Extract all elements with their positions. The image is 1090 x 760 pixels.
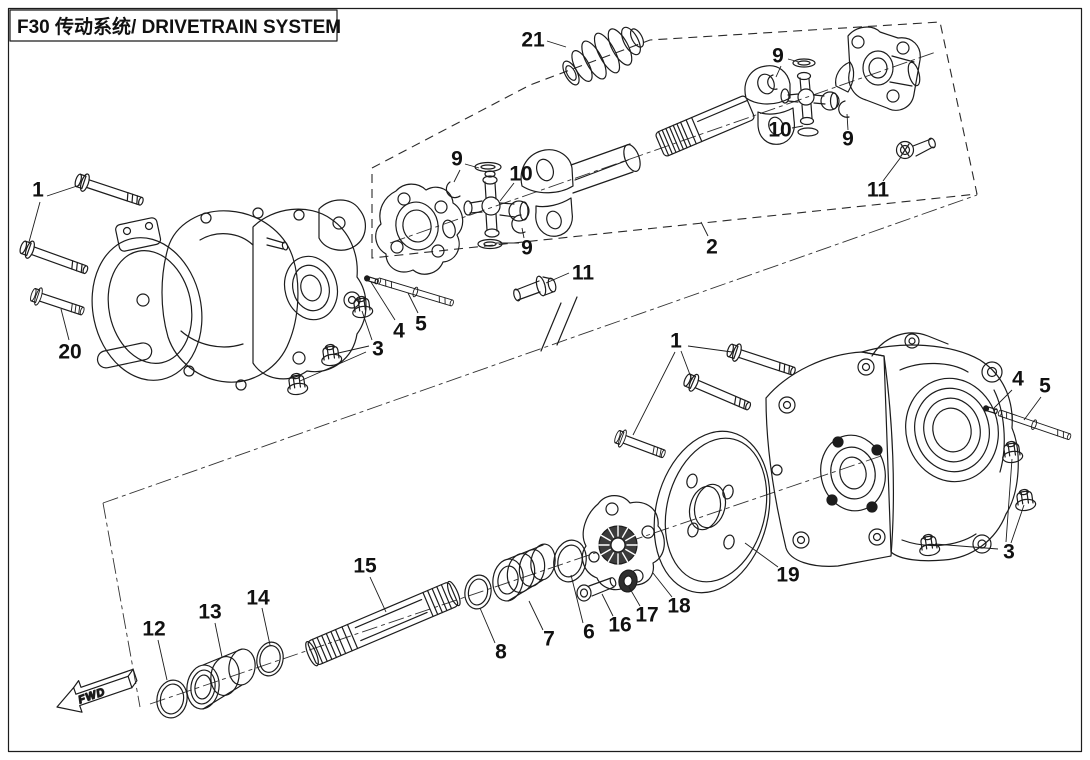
callout-20: 20 [58, 341, 81, 364]
callout-9: 9 [772, 45, 784, 68]
callout-18: 18 [667, 595, 691, 618]
ring-8 [464, 574, 492, 610]
break-symbol [540, 296, 578, 352]
propshaft-boundary [371, 21, 978, 259]
front-yoke [520, 143, 641, 237]
callout-5: 5 [415, 313, 427, 336]
propshaft-rear [655, 65, 795, 157]
ring-14 [256, 641, 284, 677]
callout-3: 3 [372, 338, 384, 361]
title-block: F30 传动系统/ DRIVETRAIN SYSTEM [9, 9, 341, 42]
ring-6 [553, 539, 587, 583]
fwd-arrow: FWD [56, 668, 138, 713]
drive-shaft [305, 580, 461, 667]
ring-12 [156, 679, 188, 719]
callout-14: 14 [246, 587, 270, 610]
rear-gearbox [765, 332, 1019, 567]
callout-12: 12 [142, 618, 165, 641]
callout-7: 7 [543, 628, 555, 651]
brake-disc [653, 430, 771, 594]
front-gearbox [91, 199, 367, 391]
callout-4: 4 [393, 320, 405, 343]
front-pin [363, 275, 379, 285]
callout-2: 2 [706, 236, 718, 259]
callout-3: 3 [1003, 541, 1015, 564]
coupler-13 [186, 648, 256, 710]
front-nuts [285, 294, 374, 397]
callout-5: 5 [1039, 375, 1051, 398]
coupler-7 [492, 543, 556, 602]
rear-pin [982, 405, 998, 415]
page-title: F30 传动系统/ DRIVETRAIN SYSTEM [17, 15, 341, 38]
callout-8: 8 [495, 641, 507, 664]
callout-10: 10 [509, 163, 532, 186]
leader-lines [28, 40, 1042, 681]
rear-flange-yoke [835, 26, 921, 111]
flange-bolt-front [513, 275, 557, 302]
callout-21: 21 [521, 29, 545, 52]
page-border [7, 7, 1083, 753]
rear-u-joint [767, 58, 850, 137]
front-u-joint [445, 161, 530, 250]
fwd-label: FWD [77, 686, 107, 706]
bolt-16 [576, 577, 617, 602]
callout-6: 6 [583, 621, 595, 644]
callout-9: 9 [451, 148, 463, 171]
callout-19: 19 [776, 564, 799, 587]
washer-17 [618, 569, 638, 593]
flange-bolt-rear [895, 137, 936, 160]
callout-15: 15 [353, 555, 377, 578]
callout-11: 11 [572, 262, 595, 285]
callout-17: 17 [635, 604, 658, 627]
front-stud [376, 277, 454, 307]
front-flange [375, 183, 464, 275]
callout-4: 4 [1012, 368, 1024, 391]
callout-10: 10 [768, 119, 791, 142]
callout-1: 1 [32, 179, 44, 202]
callout-1: 1 [670, 330, 682, 353]
rubber-boot [562, 26, 645, 86]
rear-stud [997, 409, 1072, 440]
callout-16: 16 [608, 614, 631, 637]
callout-9: 9 [842, 128, 854, 151]
callout-11: 11 [867, 179, 890, 202]
callout-13: 13 [198, 601, 221, 624]
callout-9: 9 [521, 237, 533, 260]
